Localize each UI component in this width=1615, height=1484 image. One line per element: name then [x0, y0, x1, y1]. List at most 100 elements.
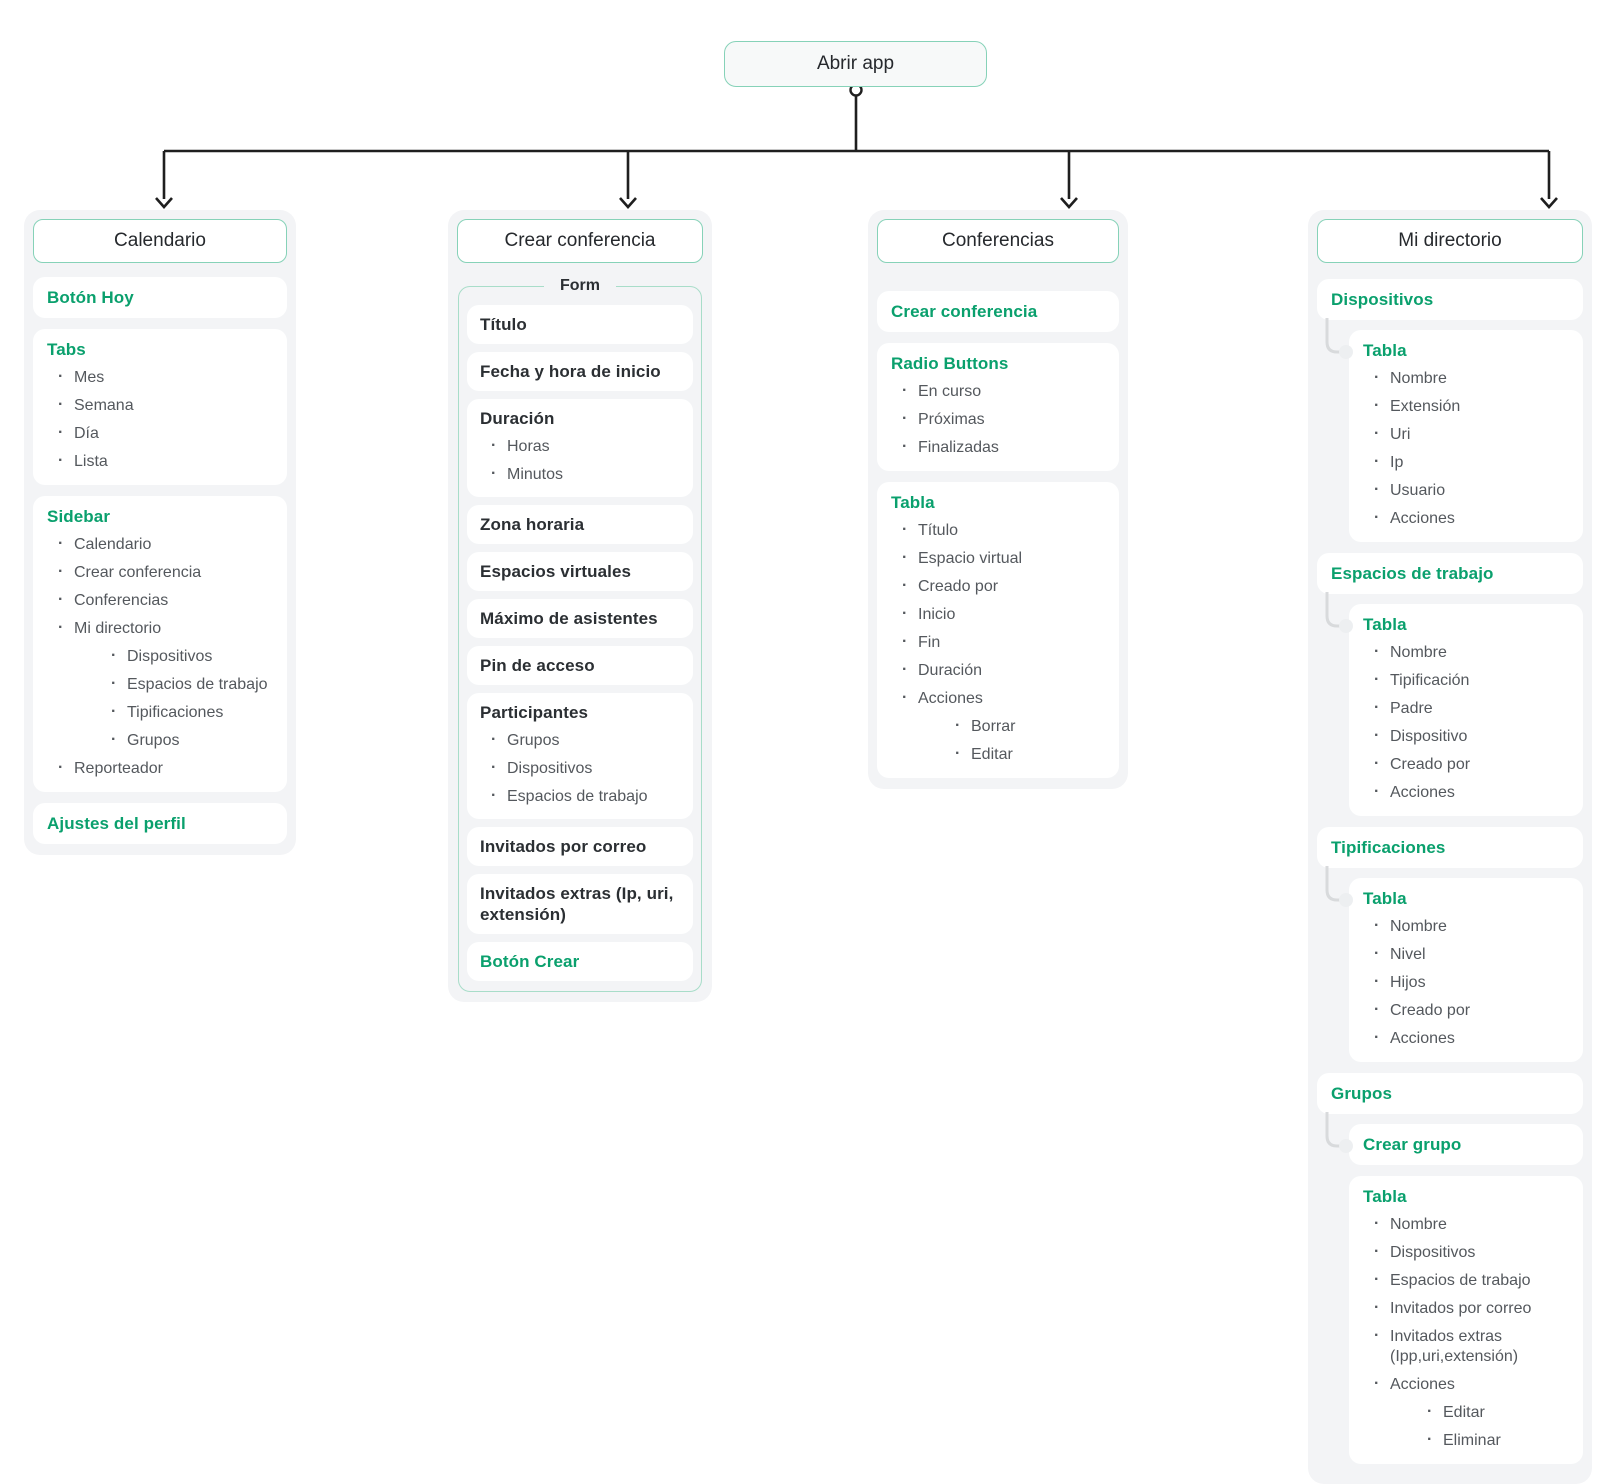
tabla-list: Nombre Tipificación Padre Dispositivo Cr…	[1363, 642, 1569, 803]
tabla-list: Nombre Extensión Uri Ip Usuario Acciones	[1363, 368, 1569, 529]
field-duracion-label: Duración	[480, 409, 555, 428]
list-item: Próximas	[891, 409, 1105, 430]
tabs-label: Tabs	[47, 340, 86, 359]
branch-grupos-tabla: Tabla Nombre Dispositivos Espacios de tr…	[1349, 1176, 1583, 1464]
field-titulo-label: Título	[480, 315, 527, 334]
list-item: Editar	[944, 744, 1105, 765]
card-tabs: Tabs Mes Semana Día Lista	[33, 329, 287, 485]
column-mi-directorio: Mi directorio Dispositivos Tabla Nombre …	[1308, 210, 1592, 1484]
tabla-label: Tabla	[1363, 341, 1407, 360]
column-header-calendario: Calendario	[33, 219, 287, 263]
column-calendario: Calendario Botón Hoy Tabs Mes Semana Día…	[24, 210, 296, 855]
column-title: Crear conferencia	[504, 230, 656, 251]
grupos-label: Grupos	[1331, 1084, 1393, 1103]
list-item: Padre	[1363, 698, 1569, 719]
branch-tipificaciones-tabla: Tabla Nombre Nivel Hijos Creado por Acci…	[1325, 866, 1583, 1062]
arrowhead-icon	[619, 197, 637, 209]
list-item: Dispositivos	[480, 758, 680, 779]
list-item: Espacios de trabajo	[1363, 1270, 1569, 1291]
column-header-conferencias: Conferencias	[877, 219, 1119, 263]
acciones-sublist: Editar Eliminar	[1416, 1402, 1569, 1451]
list-item: Lista	[47, 451, 273, 472]
card-field-zona-horaria: Zona horaria	[467, 505, 693, 544]
branch-connector-icon	[1325, 318, 1353, 359]
card-espacios-de-trabajo: Espacios de trabajo	[1317, 553, 1583, 594]
field-espacios-virtuales-label: Espacios virtuales	[480, 562, 632, 581]
root-node-label: Abrir app	[816, 53, 895, 74]
list-item-with-children: Acciones Editar Eliminar	[1363, 1374, 1569, 1451]
list-item: Nombre	[1363, 642, 1569, 663]
list-item: Nombre	[1363, 1214, 1569, 1235]
tabla-label: Tabla	[1363, 615, 1407, 634]
list-item: Borrar	[944, 716, 1105, 737]
branch-grupos-crear-grupo: Crear grupo	[1325, 1112, 1583, 1165]
crear-grupo-label: Crear grupo	[1363, 1135, 1462, 1154]
list-item: Grupos	[100, 730, 273, 751]
field-invitados-correo-label: Invitados por correo	[480, 837, 647, 856]
list-item-label: Acciones	[1390, 1376, 1455, 1393]
card-sidebar: Sidebar Calendario Crear conferencia Con…	[33, 496, 287, 792]
list-item: Nivel	[1363, 944, 1569, 965]
list-item: Mes	[47, 367, 273, 388]
list-item: Duración	[891, 660, 1105, 681]
card-crear-conferencia: Crear conferencia	[877, 291, 1119, 332]
boton-crear-label: Botón Crear	[480, 952, 580, 971]
list-item: Grupos	[480, 730, 680, 751]
list-item: Acciones	[1363, 1028, 1569, 1049]
field-pin-acceso-label: Pin de acceso	[480, 656, 595, 675]
list-item-label: Acciones	[918, 690, 983, 707]
list-item: Día	[47, 423, 273, 444]
list-item: Inicio	[891, 604, 1105, 625]
card-field-pin-acceso: Pin de acceso	[467, 646, 693, 685]
sidebar-label: Sidebar	[47, 507, 111, 526]
card-tabla-grupos: Tabla Nombre Dispositivos Espacios de tr…	[1349, 1176, 1583, 1464]
root-node-abrir-app: Abrir app	[724, 41, 987, 87]
branch-espacios-tabla: Tabla Nombre Tipificación Padre Disposit…	[1325, 592, 1583, 816]
list-item: Espacios de trabajo	[100, 674, 273, 695]
tabs-list: Mes Semana Día Lista	[47, 367, 273, 472]
sidebar-list: Calendario Crear conferencia Conferencia…	[47, 534, 273, 779]
list-item: Horas	[480, 436, 680, 457]
card-boton-hoy: Botón Hoy	[33, 277, 287, 318]
list-item: Dispositivos	[100, 646, 273, 667]
tabla-list: Nombre Nivel Hijos Creado por Acciones	[1363, 916, 1569, 1049]
card-grupos: Grupos	[1317, 1073, 1583, 1114]
card-ajustes-del-perfil: Ajustes del perfil	[33, 803, 287, 844]
column-conferencias: Conferencias Crear conferencia Radio But…	[868, 210, 1128, 789]
branch-dispositivos-tabla: Tabla Nombre Extensión Uri Ip Usuario Ac…	[1325, 318, 1583, 542]
tabla-list: Nombre Dispositivos Espacios de trabajo …	[1363, 1214, 1569, 1451]
duracion-list: Horas Minutos	[480, 436, 680, 485]
card-field-invitados-extras: Invitados extras (Ip, uri, extensión)	[467, 874, 693, 934]
card-tabla-espacios: Tabla Nombre Tipificación Padre Disposit…	[1349, 604, 1583, 816]
dispositivos-label: Dispositivos	[1331, 290, 1434, 309]
tabla-label: Tabla	[1363, 1187, 1407, 1206]
list-item: Conferencias	[47, 590, 273, 611]
acciones-sublist: Borrar Editar	[944, 716, 1105, 765]
list-item: Eliminar	[1416, 1430, 1569, 1451]
field-fecha-inicio-label: Fecha y hora de inicio	[480, 362, 661, 381]
card-tipificaciones: Tipificaciones	[1317, 827, 1583, 868]
field-zona-horaria-label: Zona horaria	[480, 515, 585, 534]
list-item: Espacio virtual	[891, 548, 1105, 569]
list-item: Espacios de trabajo	[480, 786, 680, 807]
card-field-fecha-inicio: Fecha y hora de inicio	[467, 352, 693, 391]
card-field-titulo: Título	[467, 305, 693, 344]
list-item: Creado por	[1363, 1000, 1569, 1021]
form-fieldset: Form Título Fecha y hora de inicio Durac…	[458, 277, 702, 992]
field-participantes-label: Participantes	[480, 703, 589, 722]
list-item: Uri	[1363, 424, 1569, 445]
espacios-de-trabajo-label: Espacios de trabajo	[1331, 564, 1494, 583]
card-field-duracion: Duración Horas Minutos	[467, 399, 693, 497]
card-boton-crear: Botón Crear	[467, 942, 693, 981]
tabla-list: Título Espacio virtual Creado por Inicio…	[891, 520, 1105, 765]
list-item: Calendario	[47, 534, 273, 555]
card-tabla-dispositivos: Tabla Nombre Extensión Uri Ip Usuario Ac…	[1349, 330, 1583, 542]
form-legend: Form	[560, 277, 600, 294]
list-item-label: Mi directorio	[74, 620, 162, 637]
column-title: Mi directorio	[1398, 230, 1502, 251]
list-item: Ip	[1363, 452, 1569, 473]
list-item: Acciones	[1363, 508, 1569, 529]
list-item-with-children: Mi directorio Dispositivos Espacios de t…	[47, 618, 273, 751]
card-field-maximo-asistentes: Máximo de asistentes	[467, 599, 693, 638]
list-item: Nombre	[1363, 368, 1569, 389]
